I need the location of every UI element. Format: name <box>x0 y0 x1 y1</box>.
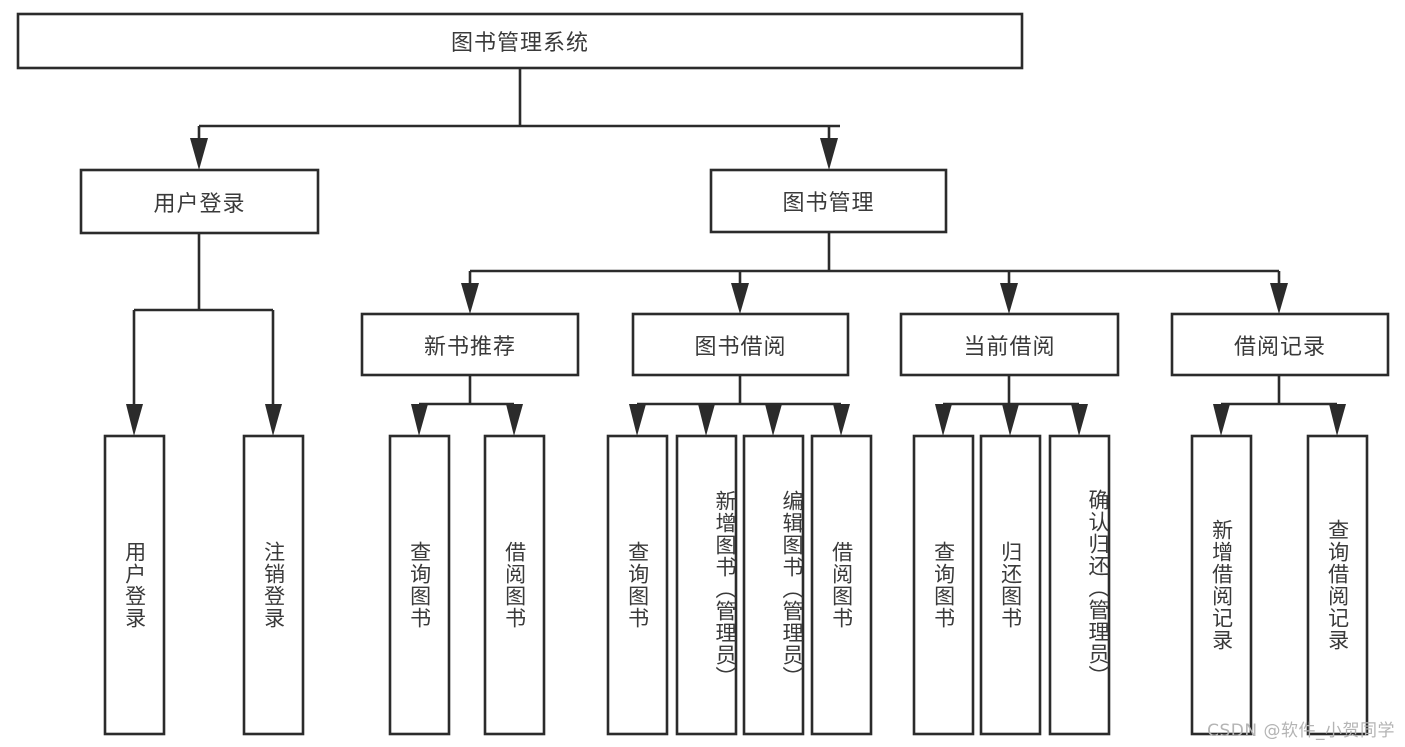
connectors-book-mgmt-to-level3 <box>461 232 1288 314</box>
arrowhead-br-leaf-1 <box>1213 404 1230 436</box>
arrowhead-leaf-logout <box>265 404 282 436</box>
arrowhead-leaf-user-login <box>126 404 143 436</box>
node-box-root[interactable] <box>16 12 1024 70</box>
node-box-leaf-br-add-record[interactable] <box>1190 434 1253 736</box>
node-box-leaf-bb-add-book[interactable] <box>675 434 738 736</box>
arrowhead-nb-leaf-2 <box>506 404 523 436</box>
connectors-borrow-record-to-leaves <box>1213 375 1346 436</box>
arrowhead-book-mgmt <box>820 138 838 170</box>
arrowhead-book-borrow <box>731 283 749 314</box>
arrowhead-bb-leaf-3 <box>765 404 782 436</box>
node-box-leaf-cb-query-book[interactable] <box>912 434 975 736</box>
arrowhead-user-login <box>190 138 208 170</box>
node-box-book-borrow[interactable] <box>631 312 850 377</box>
arrowhead-cb-leaf-1 <box>935 404 952 436</box>
node-box-leaf-br-query-record[interactable] <box>1306 434 1369 736</box>
connectors-root-to-level2 <box>190 68 840 170</box>
node-box-book-management[interactable] <box>709 168 948 234</box>
node-box-new-book-recommend[interactable] <box>360 312 580 377</box>
node-box-borrow-record[interactable] <box>1170 312 1390 377</box>
arrowhead-current-borrow <box>1000 283 1018 314</box>
node-box-leaf-bb-edit-book[interactable] <box>742 434 805 736</box>
connectors-current-borrow-to-leaves <box>935 375 1088 436</box>
arrowhead-bb-leaf-4 <box>833 404 850 436</box>
node-box-leaf-cb-return-book[interactable] <box>979 434 1042 736</box>
node-box-user-login[interactable] <box>79 168 320 235</box>
arrowhead-br-leaf-2 <box>1329 404 1346 436</box>
arrowhead-nb-leaf-1 <box>411 404 428 436</box>
arrowhead-new-book <box>461 283 479 314</box>
node-box-current-borrow[interactable] <box>899 312 1120 377</box>
node-box-leaf-nb-borrow-book[interactable] <box>483 434 546 736</box>
arrowhead-cb-leaf-2 <box>1002 404 1019 436</box>
node-box-leaf-user-login[interactable] <box>103 434 166 736</box>
arrowhead-borrow-record <box>1270 283 1288 314</box>
watermark-text: CSDN @软件_小贺同学 <box>1207 721 1395 741</box>
arrowhead-bb-leaf-1 <box>629 404 646 436</box>
node-box-leaf-cb-confirm-return[interactable] <box>1048 434 1111 736</box>
node-box-leaf-bb-borrow-book[interactable] <box>810 434 873 736</box>
connectors-book-borrow-to-leaves <box>629 375 850 436</box>
node-box-leaf-bb-query-book[interactable] <box>606 434 669 736</box>
node-box-leaf-nb-query-book[interactable] <box>388 434 451 736</box>
arrowhead-bb-leaf-2 <box>698 404 715 436</box>
connectors-new-book-to-leaves <box>411 375 523 436</box>
node-box-leaf-logout[interactable] <box>242 434 305 736</box>
arrowhead-cb-leaf-3 <box>1071 404 1088 436</box>
connectors-user-login-to-leaves <box>126 233 282 436</box>
